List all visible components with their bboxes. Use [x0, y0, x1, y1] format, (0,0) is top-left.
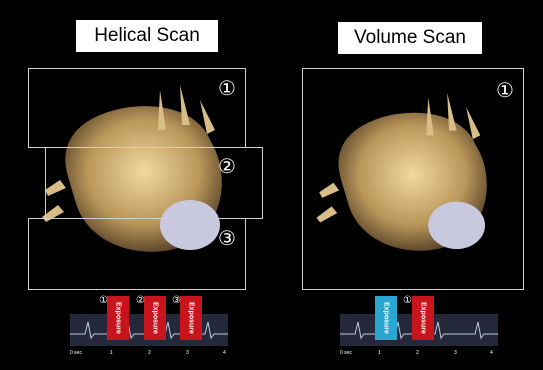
- exposure-label-3: ③: [172, 295, 181, 306]
- heart-render-image: [314, 88, 514, 268]
- tick-2: 2: [416, 350, 419, 356]
- exposure-label-2: ②: [136, 295, 145, 306]
- tick-3: 3: [454, 350, 457, 356]
- scan-label-3: ③: [218, 226, 236, 251]
- helical-panel: Helical Scan ① ② ③ Exposure Exposure Exp…: [0, 0, 272, 370]
- tick-4: 4: [490, 350, 493, 356]
- exposure-bar-2: Exposure: [144, 296, 166, 340]
- scan-label-2: ②: [218, 154, 236, 179]
- helical-title: Helical Scan: [76, 20, 218, 52]
- volume-title: Volume Scan: [338, 22, 482, 54]
- tick-0: 0 sec: [340, 350, 352, 356]
- scan-region-3: [28, 218, 246, 290]
- tick-0: 0 sec: [70, 350, 82, 356]
- tick-3: 3: [186, 350, 189, 356]
- exposure-bar-1: Exposure: [107, 296, 129, 340]
- tick-2: 2: [148, 350, 151, 356]
- tick-4: 4: [223, 350, 226, 356]
- volume-panel: Volume Scan ① Exposure Exposure ① 0 sec …: [272, 0, 543, 370]
- scan-label-1: ①: [496, 78, 514, 103]
- exposure-bar-3: Exposure: [180, 296, 202, 340]
- exposure-label-1: ①: [403, 295, 412, 306]
- scan-label-1: ①: [218, 76, 236, 101]
- scan-region-1: [28, 68, 246, 148]
- tick-1: 1: [110, 350, 113, 356]
- exposure-bar-red: Exposure: [412, 296, 434, 340]
- tick-1: 1: [378, 350, 381, 356]
- exposure-bar-blue: Exposure: [375, 296, 397, 340]
- exposure-label-1: ①: [99, 295, 108, 306]
